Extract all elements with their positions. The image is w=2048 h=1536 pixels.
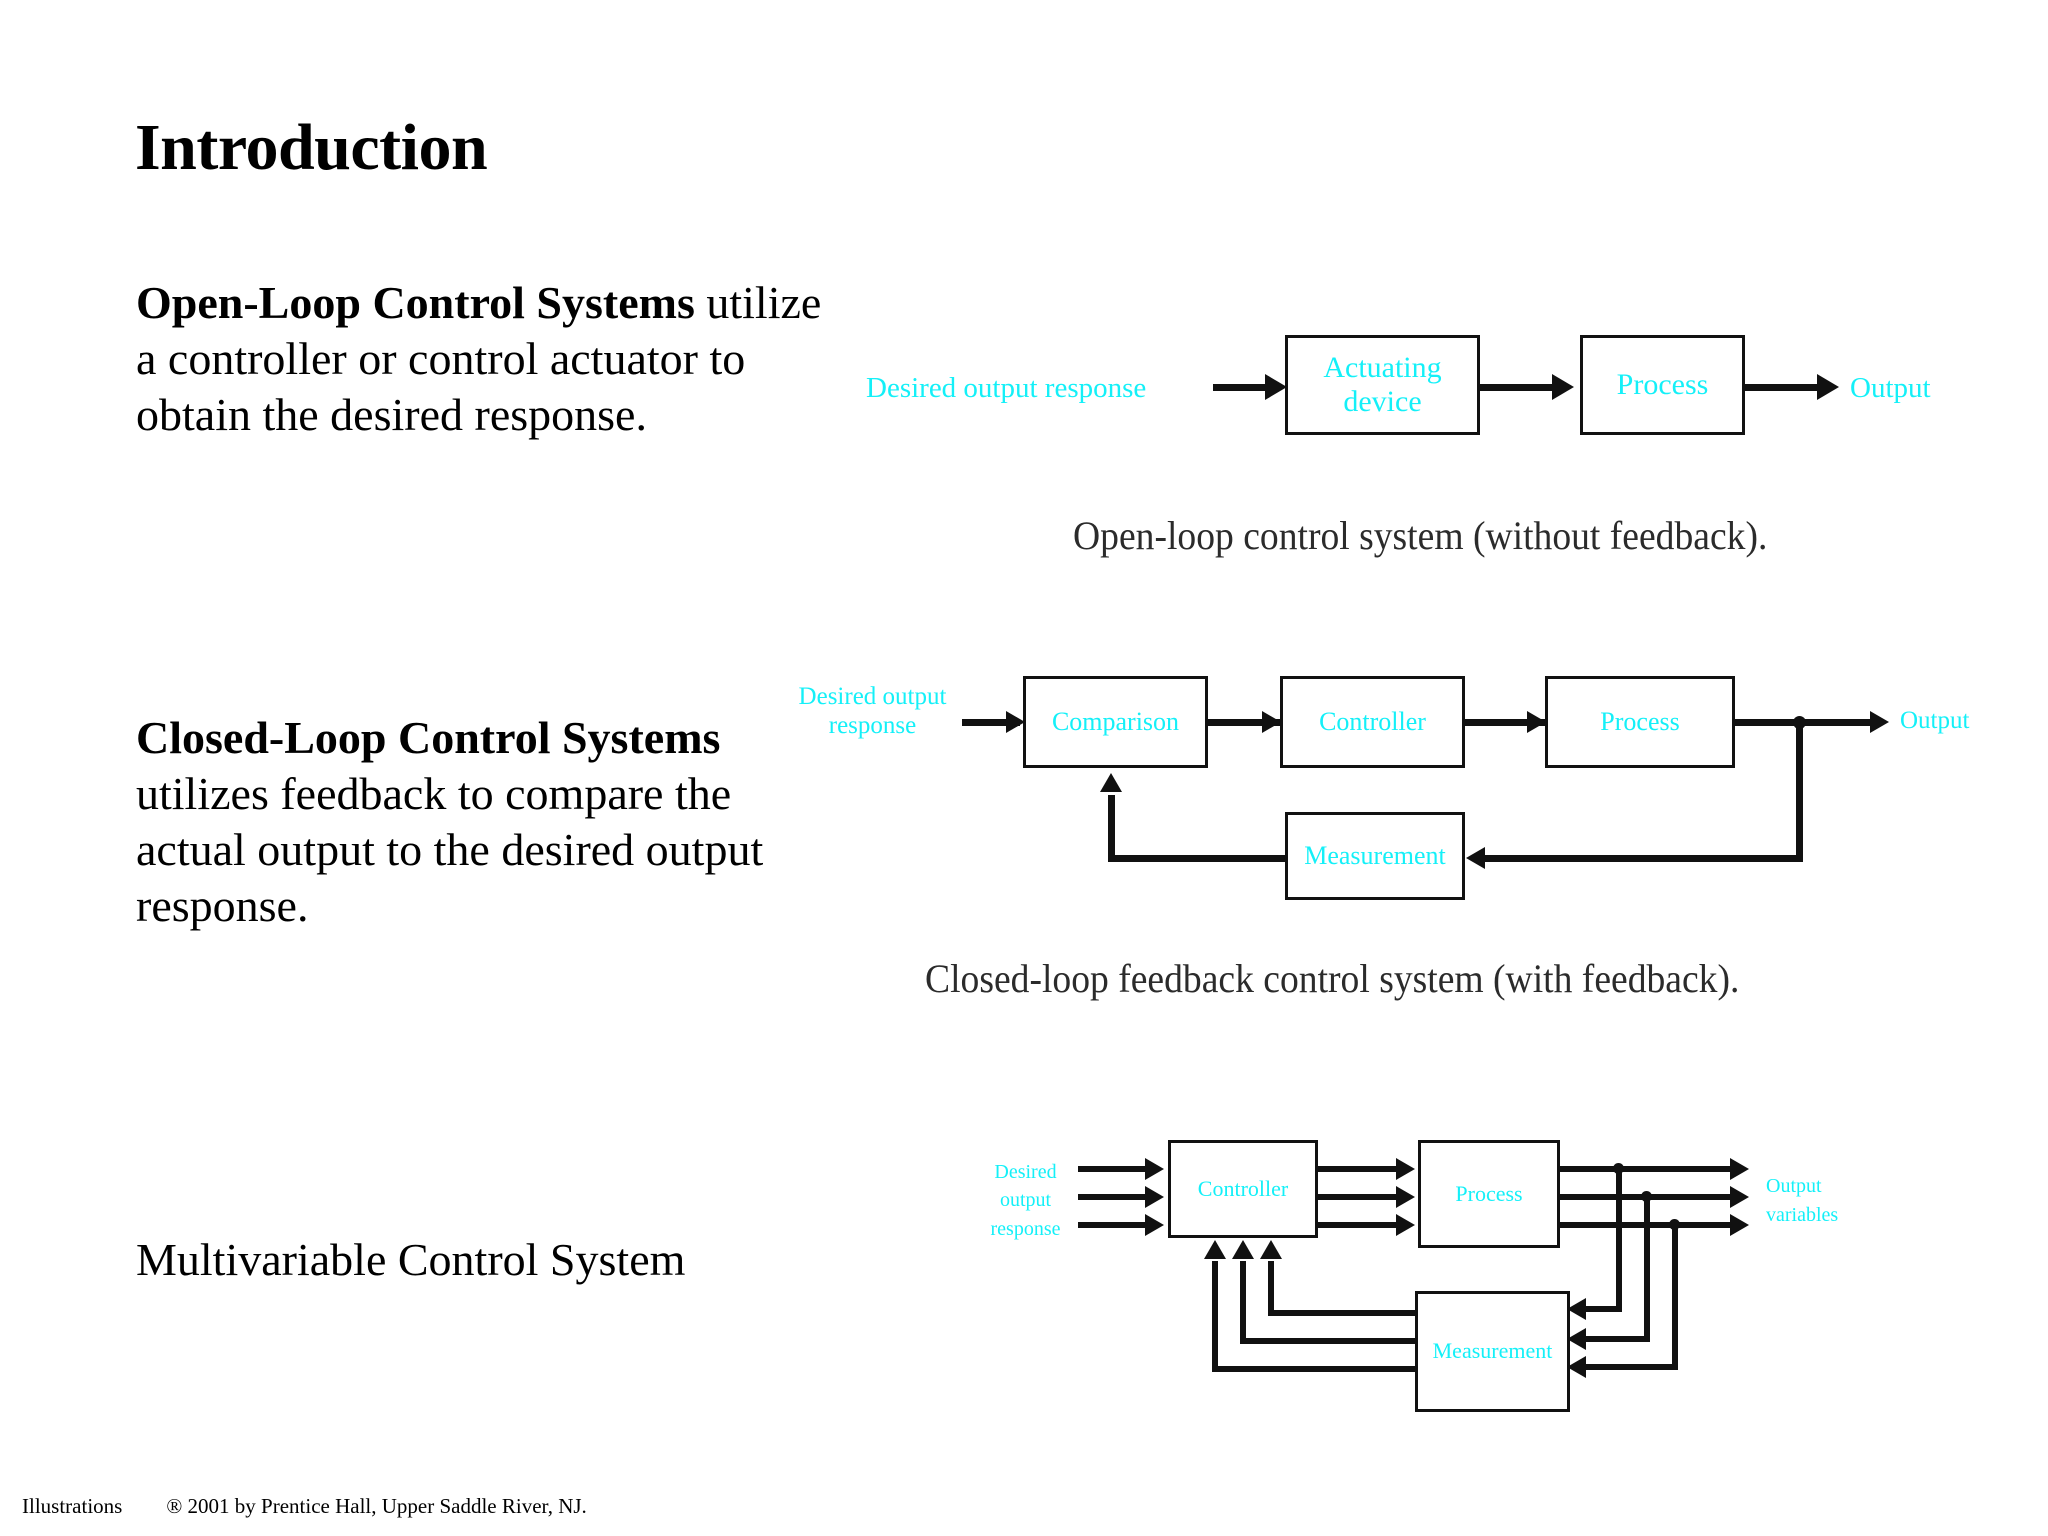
open-loop-mid-arrowhead (1552, 374, 1574, 400)
multivariable-feedback-drop-3 (1672, 1222, 1678, 1369)
multivariable-output-arrowhead-2 (1730, 1186, 1749, 1208)
multivariable-controller-out-arrowhead-2 (1396, 1186, 1415, 1208)
closed-loop-measurement-out-line (1108, 855, 1288, 862)
multivariable-controller-out-line-1 (1318, 1166, 1400, 1172)
multivariable-input-line-3 (1078, 1222, 1150, 1228)
multivariable-feedback-up-3 (1212, 1261, 1218, 1372)
closed-loop-paragraph: Closed-Loop Control Systems utilizes fee… (136, 710, 826, 934)
multivariable-output-line-1 (1560, 1166, 1735, 1172)
closed-loop-controller-to-process-arrowhead (1527, 711, 1546, 733)
open-loop-output-label: Output (1850, 372, 1931, 404)
closed-loop-heading: Closed-Loop Control Systems (136, 712, 721, 763)
multivariable-output-tap-dot-2 (1641, 1191, 1652, 1202)
multivariable-feedback-arrowhead-1 (1260, 1240, 1282, 1259)
closed-loop-block-process: Process (1545, 676, 1735, 768)
closed-loop-block-comparison: Comparison (1023, 676, 1208, 768)
multivariable-input-label: Desired output response (990, 1161, 1061, 1240)
closed-loop-comparison-to-controller-line (1208, 719, 1280, 726)
multivariable-feedback-up-1 (1268, 1261, 1274, 1316)
multivariable-output-arrowhead-1 (1730, 1158, 1749, 1180)
closed-loop-controller-to-process-line (1465, 719, 1545, 726)
closed-loop-input-line (962, 719, 1020, 726)
multivariable-measurement-in-line-3 (1586, 1364, 1678, 1370)
multivariable-block-measurement: Measurement (1415, 1291, 1570, 1412)
closed-loop-output-line (1735, 719, 1875, 726)
multivariable-controller-out-line-3 (1318, 1222, 1400, 1228)
multivariable-input-line-2 (1078, 1194, 1150, 1200)
closed-loop-comparison-feedback-arrowhead (1100, 773, 1122, 792)
open-loop-input-label: Desired output response (866, 372, 1147, 404)
open-loop-body: utilize a controller or control actuator… (136, 277, 822, 441)
closed-loop-feedback-down-line (1796, 719, 1803, 862)
multivariable-feedback-run-3 (1212, 1366, 1418, 1372)
multivariable-control-system-label: Multivariable Control System (136, 1234, 686, 1285)
multivariable-measurement-in-arrowhead-3 (1567, 1356, 1586, 1378)
multivariable-feedback-drop-1 (1616, 1166, 1622, 1311)
multivariable-output-tap-dot-1 (1613, 1163, 1624, 1174)
open-loop-heading: Open-Loop Control Systems (136, 277, 695, 328)
closed-loop-output-arrowhead (1870, 711, 1889, 733)
open-loop-input-arrowhead (1265, 374, 1287, 400)
closed-loop-input-arrowhead (1006, 711, 1025, 733)
open-loop-output-arrowhead (1817, 374, 1839, 400)
multivariable-feedback-run-1 (1268, 1310, 1418, 1316)
multivariable-output-line-3 (1560, 1222, 1735, 1228)
footer-illustrations-label: Illustrations (22, 1494, 123, 1518)
open-loop-caption: Open-loop control system (without feedba… (1073, 513, 1768, 558)
multivariable-controller-out-line-2 (1318, 1194, 1400, 1200)
closed-loop-feedback-to-measurement-line (1483, 855, 1803, 862)
page-title: Introduction (135, 111, 488, 184)
multivariable-output-tap-dot-3 (1669, 1219, 1680, 1230)
multivariable-feedback-up-2 (1240, 1261, 1246, 1344)
multivariable-feedback-arrowhead-3 (1204, 1240, 1226, 1259)
multivariable-block-controller: Controller (1168, 1140, 1318, 1238)
multivariable-input-arrowhead-2 (1145, 1186, 1164, 1208)
multivariable-output-label: Output variables (1766, 1175, 1839, 1226)
footer-copyright: ® 2001 by Prentice Hall, Upper Saddle Ri… (166, 1494, 587, 1518)
closed-loop-feedback-up-line (1108, 795, 1115, 859)
multivariable-measurement-in-arrowhead-1 (1567, 1298, 1586, 1320)
multivariable-controller-out-arrowhead-3 (1396, 1214, 1415, 1236)
multivariable-feedback-arrowhead-2 (1232, 1240, 1254, 1259)
multivariable-output-arrowhead-3 (1730, 1214, 1749, 1236)
footer: Illustrations ® 2001 by Prentice Hall, U… (22, 1494, 587, 1519)
multivariable-input-line-1 (1078, 1166, 1150, 1172)
closed-loop-body: utilizes feedback to compare the actual … (136, 768, 764, 932)
closed-loop-caption: Closed-loop feedback control system (wit… (925, 956, 1740, 1001)
multivariable-output-line-2 (1560, 1194, 1735, 1200)
multivariable-feedback-run-2 (1240, 1338, 1418, 1344)
multivariable-measurement-in-line-1 (1586, 1306, 1622, 1312)
closed-loop-block-controller: Controller (1280, 676, 1465, 768)
multivariable-controller-out-arrowhead-1 (1396, 1158, 1415, 1180)
open-loop-input-line (1213, 384, 1275, 391)
open-loop-paragraph: Open-Loop Control Systems utilize a cont… (136, 275, 826, 443)
closed-loop-measurement-input-arrowhead (1466, 847, 1485, 869)
multivariable-measurement-in-arrowhead-2 (1567, 1328, 1586, 1350)
multivariable-measurement-in-line-2 (1586, 1336, 1650, 1342)
closed-loop-output-label: Output (1900, 707, 1970, 734)
open-loop-mid-line (1480, 384, 1558, 391)
closed-loop-comparison-to-controller-arrowhead (1262, 711, 1281, 733)
closed-loop-output-junction-dot (1793, 716, 1806, 729)
multivariable-input-arrowhead-1 (1145, 1158, 1164, 1180)
multivariable-input-arrowhead-3 (1145, 1214, 1164, 1236)
multivariable-feedback-drop-2 (1644, 1194, 1650, 1341)
open-loop-output-line (1745, 384, 1823, 391)
closed-loop-block-measurement: Measurement (1285, 812, 1465, 900)
multivariable-block-process: Process (1418, 1140, 1560, 1248)
open-loop-block-process: Process (1580, 335, 1745, 435)
open-loop-block-actuating-device: Actuating device (1285, 335, 1480, 435)
